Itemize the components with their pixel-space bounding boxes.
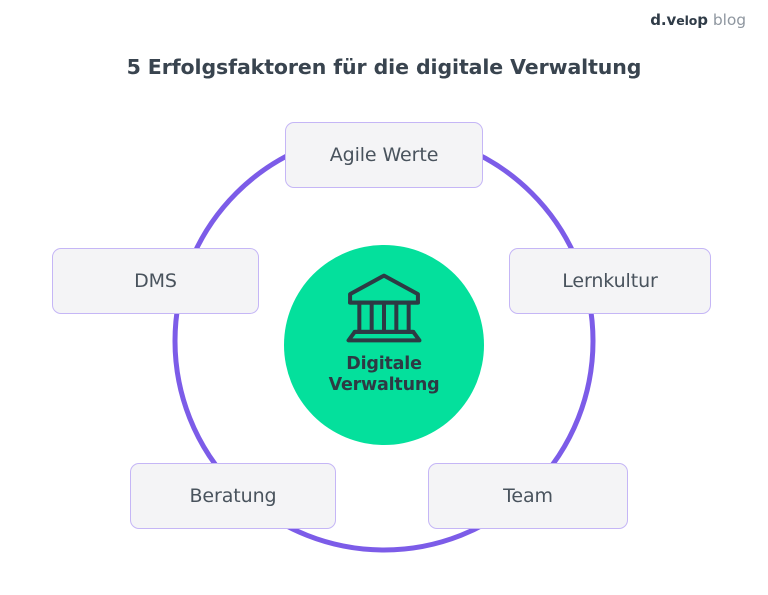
node-card-agile-werte[interactable]: Agile Werte (285, 122, 483, 188)
node-card-beratung[interactable]: Beratung (130, 463, 336, 529)
hub-label-line2: Verwaltung (328, 374, 440, 395)
hub-circle: Digitale Verwaltung (284, 245, 484, 445)
brand-mark-prefix: d.v (650, 11, 677, 29)
node-label: Agile Werte (329, 144, 439, 166)
node-card-team[interactable]: Team (428, 463, 628, 529)
government-building-icon (346, 273, 422, 343)
brand-logo: d.velop blog (650, 11, 746, 29)
page-title: 5 Erfolgsfaktoren für die digitale Verwa… (126, 55, 642, 79)
hub-label: Digitale Verwaltung (329, 354, 440, 395)
brand-word: blog (712, 11, 746, 29)
node-label: Team (503, 485, 553, 507)
brand-mark-smallcaps: elo (676, 13, 698, 28)
node-card-dms[interactable]: DMS (52, 248, 259, 314)
hub-label-line1: Digitale (346, 354, 422, 374)
brand-mark: d.velop (650, 11, 708, 29)
node-label: Lernkultur (562, 270, 658, 292)
node-card-lernkultur[interactable]: Lernkultur (509, 248, 711, 314)
node-label: DMS (134, 270, 177, 292)
brand-mark-suffix: p (697, 11, 708, 29)
node-label: Beratung (189, 485, 277, 507)
